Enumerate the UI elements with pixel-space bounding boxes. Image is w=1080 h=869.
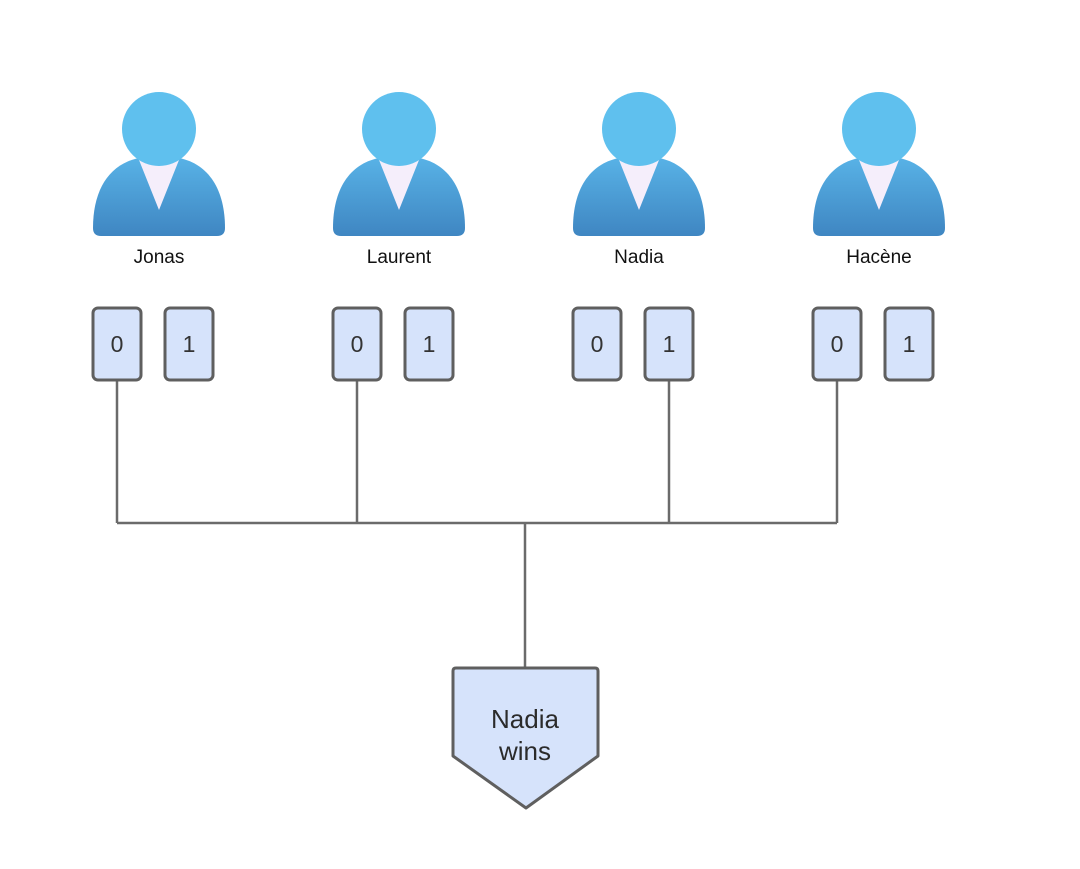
avatar-head: [362, 92, 436, 166]
result-shape: [451, 666, 600, 810]
player-group-laurent: Laurent 0 1: [331, 92, 465, 382]
player-group-nadia: Nadia 0 1: [571, 92, 705, 382]
player-name: Hacène: [846, 247, 912, 268]
avatar-head: [122, 92, 196, 166]
result-line-2: wins: [498, 736, 551, 766]
player-name: Nadia: [614, 247, 664, 268]
avatar-collar: [619, 160, 659, 210]
card-value: 0: [351, 331, 364, 357]
connector-lines: [115, 380, 839, 668]
user-icon: [333, 92, 465, 236]
card-one: 1: [643, 306, 695, 382]
avatar-head: [602, 92, 676, 166]
card-value: 0: [831, 331, 844, 357]
avatar-head: [842, 92, 916, 166]
card-one: 1: [403, 306, 455, 382]
card-value: 0: [591, 331, 604, 357]
avatar-collar: [859, 160, 899, 210]
result-line-1: Nadia: [491, 704, 559, 734]
card-zero: 0: [331, 306, 383, 382]
card-value: 0: [111, 331, 124, 357]
user-icon: [813, 92, 945, 236]
card-value: 1: [903, 331, 916, 357]
card-value: 1: [423, 331, 436, 357]
avatar-collar: [139, 160, 179, 210]
card-zero: 0: [811, 306, 863, 382]
card-value: 1: [183, 331, 196, 357]
avatar-collar: [379, 160, 419, 210]
user-icon: [93, 92, 225, 236]
card-value: 1: [663, 331, 676, 357]
card-one: 1: [883, 306, 935, 382]
user-icon: [573, 92, 705, 236]
card-zero: 0: [571, 306, 623, 382]
player-name: Jonas: [134, 247, 185, 268]
result-node: Nadia wins: [451, 666, 600, 810]
player-group-jonas: Jonas 0 1: [91, 92, 225, 382]
card-zero: 0: [91, 306, 143, 382]
card-one: 1: [163, 306, 215, 382]
player-group-hacene: Hacène 0 1: [811, 92, 945, 382]
player-name: Laurent: [367, 247, 432, 268]
